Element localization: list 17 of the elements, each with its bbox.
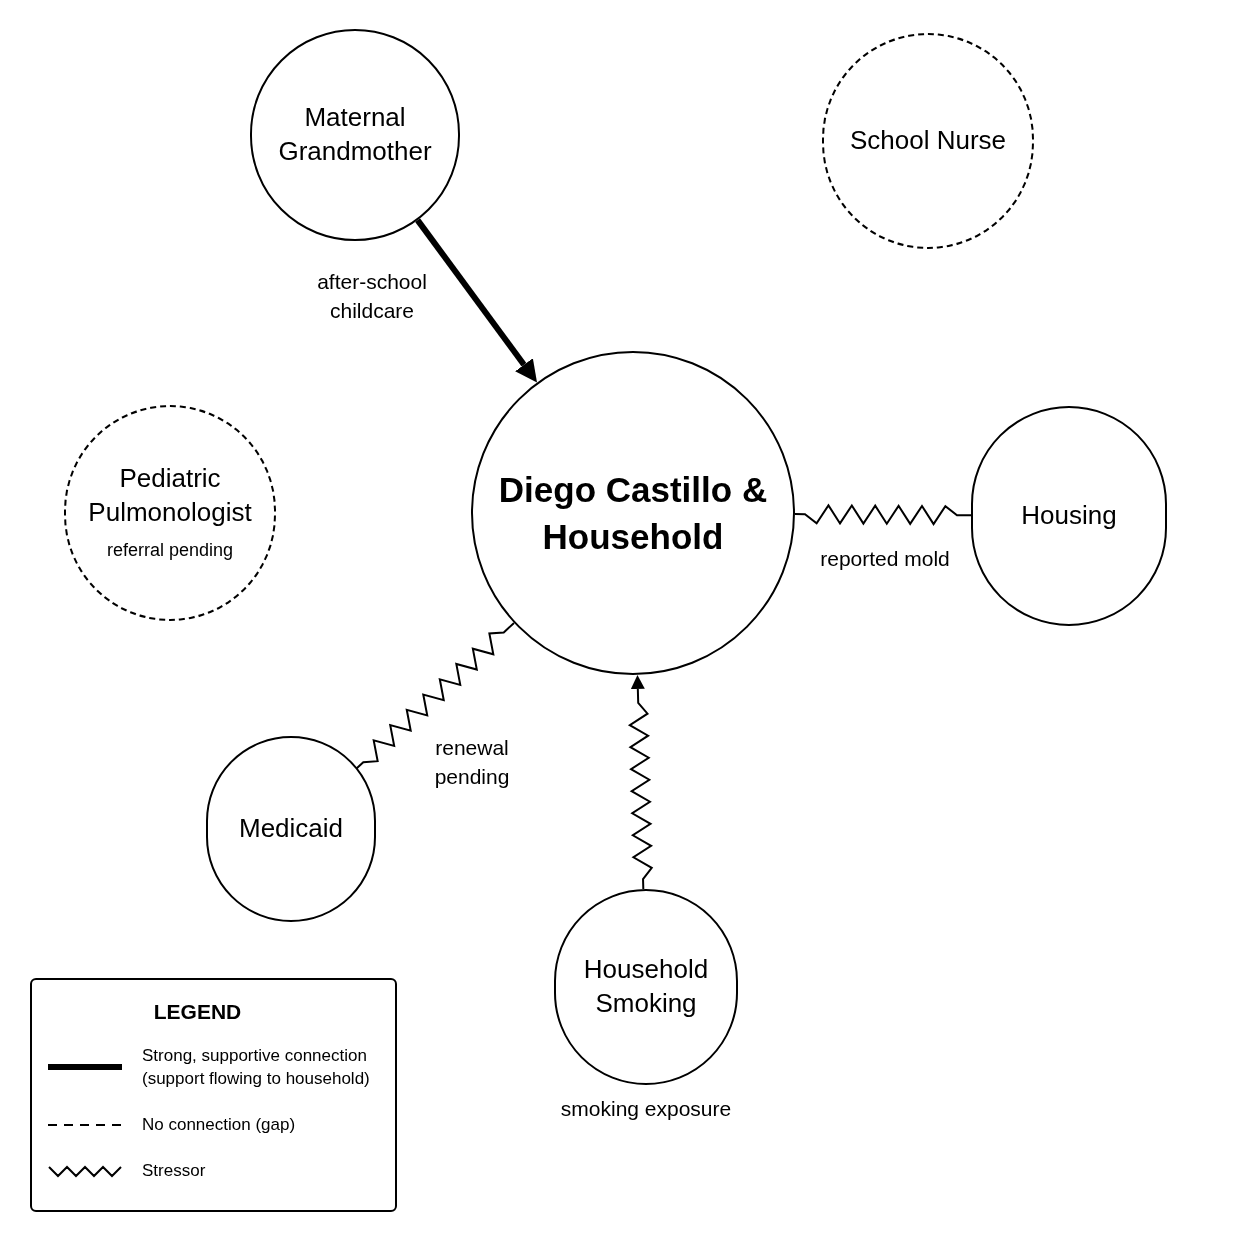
- node-label: Maternal Grandmother: [277, 101, 433, 168]
- legend-text: Strong, supportive connection (support flowing to household): [142, 1044, 371, 1091]
- thick-arrow: [415, 218, 537, 383]
- node-label: School Nurse: [849, 124, 1007, 158]
- node-label: Diego Castillo & Household: [497, 468, 769, 558]
- node-label: Housing: [1021, 499, 1117, 533]
- legend-title: LEGEND: [152, 999, 243, 1025]
- zigzag-line: [354, 621, 515, 770]
- legend-text: No connection (gap): [142, 1114, 296, 1137]
- node-label: Household Smoking: [582, 953, 710, 1020]
- zigzag-line: [794, 503, 972, 526]
- node-caption: smoking exposure: [560, 1096, 732, 1122]
- legend-text: Stressor: [142, 1159, 206, 1182]
- node-label: Pediatric Pulmonologist: [87, 461, 253, 529]
- node-label: Medicaid: [238, 812, 344, 846]
- zigzag-arrow: [627, 674, 654, 891]
- node-note: referral pending: [106, 539, 234, 563]
